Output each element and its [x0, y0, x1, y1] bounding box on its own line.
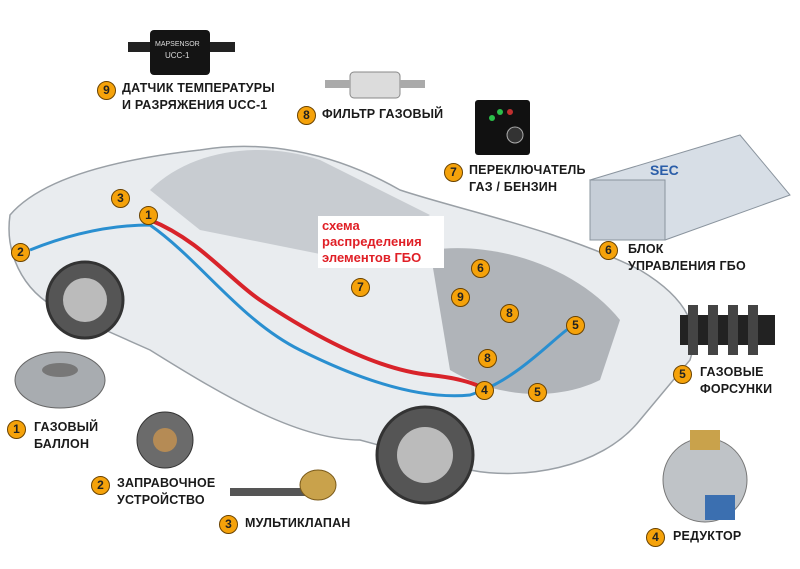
- diagram-caption: схема распределения элементов ГБО: [318, 216, 444, 268]
- label-badge-5: 5: [673, 365, 692, 384]
- label-gas-filter: ФИЛЬТР ГАЗОВЫЙ: [322, 107, 444, 121]
- label-multivalve: МУЛЬТИКЛАПАН: [245, 516, 351, 530]
- label-badge-2: 2: [91, 476, 110, 495]
- label-badge-4: 4: [646, 528, 665, 547]
- filler-device-image: [136, 411, 194, 469]
- car-marker-5a: 5: [566, 316, 585, 335]
- car-marker-9: 9: [451, 288, 470, 307]
- caption-line: элементов ГБО: [322, 250, 422, 265]
- car-marker-4: 4: [475, 381, 494, 400]
- switch-image: [475, 100, 530, 155]
- sensor-brand-text: MAPSENSOR: [155, 41, 200, 48]
- caption-line: схема: [322, 218, 360, 233]
- engine-bay: [430, 248, 620, 394]
- car-marker-7: 7: [351, 278, 370, 297]
- label-badge-6: 6: [599, 241, 618, 260]
- label-badge-9: 9: [97, 81, 116, 100]
- gas-line-red: [149, 218, 487, 392]
- label-badge-7: 7: [444, 163, 463, 182]
- caption-line: распределения: [322, 234, 422, 249]
- car-marker-8b: 8: [478, 349, 497, 368]
- injectors-image: [680, 305, 775, 355]
- car-marker-8a: 8: [500, 304, 519, 323]
- gas-line-blue: [29, 223, 576, 398]
- reducer-image: [662, 430, 748, 523]
- car-marker-5b: 5: [528, 383, 547, 402]
- car-marker-1: 1: [139, 206, 158, 225]
- multivalve-image: [230, 469, 337, 501]
- gas-cylinder-image: [14, 351, 106, 409]
- car-marker-2: 2: [11, 243, 30, 262]
- label-badge-3: 3: [219, 515, 238, 534]
- label-badge-1: 1: [7, 420, 26, 439]
- sensor-model-text: UCC-1: [165, 51, 190, 60]
- car-marker-6: 6: [471, 259, 490, 278]
- label-reducer: РЕДУКТОР: [673, 529, 742, 543]
- map-sensor-image: MAPSENSOR UCC-1: [128, 30, 235, 75]
- ecu-image: SEC: [588, 134, 791, 241]
- car-marker-3: 3: [111, 189, 130, 208]
- filter-image: [325, 71, 425, 99]
- label-badge-8: 8: [297, 106, 316, 125]
- ecu-brand-text: SEC: [650, 162, 679, 178]
